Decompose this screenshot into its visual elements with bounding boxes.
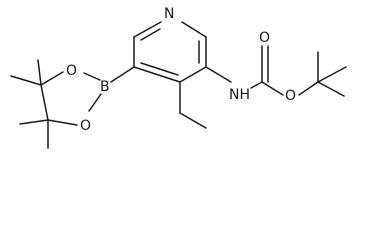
bond-ch2-ch3 (179, 112, 207, 129)
bond-b-o-lower (88, 93, 102, 112)
bond-nh-co (250, 81, 263, 89)
bond-c-c-ring (40, 84, 49, 121)
bond-n1-c6 (181, 21, 207, 38)
bonds (10, 21, 347, 149)
atom-label-b: B (100, 79, 110, 95)
atom-label-o-boronate-upper: O (66, 63, 77, 79)
structure-diagram: N NH O O O O B (10, 6, 347, 149)
bond-c-lower-me1 (19, 119, 49, 125)
bond-co-oester (261, 81, 284, 96)
bond-o-upper-c (40, 71, 64, 86)
bond-c3-b (110, 66, 135, 83)
atom-label-nh: NH (229, 87, 250, 103)
atom-label-n1: N (164, 6, 174, 22)
bond-n1-c2 (133, 21, 162, 38)
bond-oester-cq (298, 81, 319, 96)
atom-label-o-carbonyl: O (259, 30, 270, 46)
bond-c4-c3 (133, 66, 181, 83)
bond-inner-c2-n1 (140, 28, 161, 41)
atom-label-o-boronate-lower: O (80, 118, 91, 134)
bond-c5-c4 (179, 66, 207, 83)
bond-o-lower-c (47, 119, 78, 126)
bond-b-o-upper (83, 72, 101, 81)
atom-labels: N NH O O O O B (66, 6, 296, 134)
bond-c-upper-me1 (10, 75, 42, 86)
bond-inner-c4-c3 (140, 62, 179, 76)
bond-c5-nh (205, 66, 232, 83)
atom-label-o-ester: O (285, 88, 296, 104)
bond-c-upper-me2 (37, 59, 42, 86)
bond-cq-me2 (317, 81, 345, 97)
bond-cq-me3 (317, 66, 347, 83)
